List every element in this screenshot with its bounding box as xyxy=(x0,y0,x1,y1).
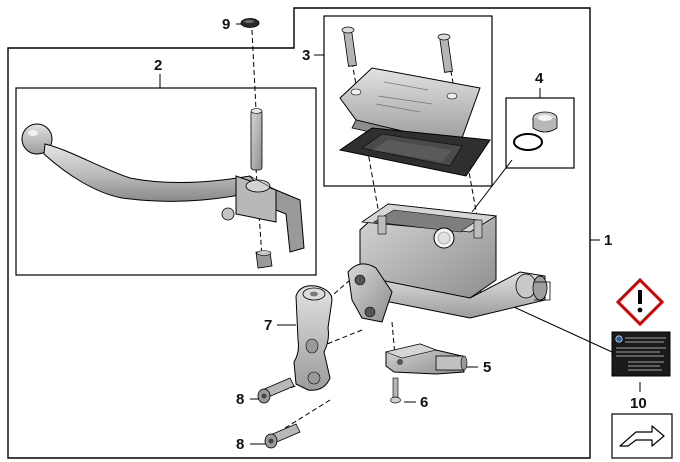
callout-2: 2 xyxy=(154,57,163,74)
exclamation-diamond-icon xyxy=(615,277,665,327)
callout-1: 1 xyxy=(604,232,613,249)
clamp-bolt-upper xyxy=(257,377,295,404)
handlebar-clamp xyxy=(293,285,333,391)
brake-switch xyxy=(384,343,468,375)
callout-8-lower: 8 xyxy=(236,436,245,453)
lever-nut xyxy=(255,250,273,269)
sight-glass-part xyxy=(513,111,558,151)
callout-6: 6 xyxy=(420,394,429,411)
callout-5: 5 xyxy=(483,359,492,376)
sightglass-box xyxy=(505,97,575,169)
clamp-bolt-lower xyxy=(264,423,301,449)
assembly-frame xyxy=(7,7,591,459)
brake-lever xyxy=(21,123,305,253)
callout-10: 10 xyxy=(630,395,647,412)
callout-7: 7 xyxy=(264,317,273,334)
callout-3: 3 xyxy=(302,47,311,64)
arrow-right-icon[interactable] xyxy=(611,413,673,459)
master-cylinder-body xyxy=(347,203,551,323)
lever-box xyxy=(15,87,317,276)
reservoir-cover-assembly xyxy=(338,26,491,177)
switch-screw xyxy=(390,377,401,404)
cap-part xyxy=(240,18,260,28)
callout-8-upper: 8 xyxy=(236,391,245,408)
callout-4: 4 xyxy=(535,70,544,87)
warning-label-sticker xyxy=(611,331,671,377)
callout-9: 9 xyxy=(222,16,231,33)
pivot-pin xyxy=(250,108,263,171)
